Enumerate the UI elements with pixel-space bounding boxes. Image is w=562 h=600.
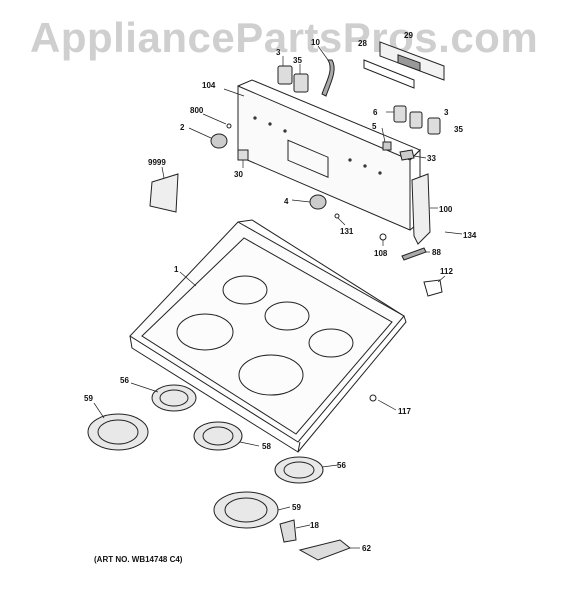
callout-117: 117 xyxy=(398,407,411,416)
knob-lower xyxy=(309,194,327,210)
element-58 xyxy=(193,421,243,451)
callout-112: 112 xyxy=(440,267,453,276)
callout-2: 2 xyxy=(180,123,185,132)
element-59a xyxy=(87,413,149,451)
callout-1: 1 xyxy=(174,265,179,274)
bracket xyxy=(379,233,387,241)
callout-56b: 56 xyxy=(337,461,346,470)
wire-harness-clip xyxy=(399,149,415,161)
callout-29: 29 xyxy=(404,31,413,40)
knob xyxy=(210,133,228,149)
terminal-block xyxy=(401,247,427,261)
callout-5: 5 xyxy=(372,122,377,131)
callouts: 3 35 10 28 29 104 800 2 6 3 5 35 33 30 9… xyxy=(84,31,477,553)
literature xyxy=(149,173,179,213)
callout-10: 10 xyxy=(311,38,320,47)
callout-56a: 56 xyxy=(120,376,129,385)
receptacle xyxy=(279,519,297,543)
element-59b xyxy=(213,491,279,529)
callout-62: 62 xyxy=(362,544,371,553)
end-cap xyxy=(321,59,335,97)
infinite-switch-right xyxy=(393,105,441,135)
element-56b xyxy=(274,456,324,484)
callout-108: 108 xyxy=(374,249,388,258)
callout-104: 104 xyxy=(202,81,216,90)
side-trim xyxy=(411,173,431,245)
callout-134: 134 xyxy=(463,231,477,240)
screw xyxy=(226,123,232,129)
callout-28: 28 xyxy=(358,39,367,48)
callout-59a: 59 xyxy=(84,394,93,403)
backsplash-panel xyxy=(237,79,421,231)
callout-131: 131 xyxy=(340,227,354,236)
light xyxy=(382,141,392,151)
clip xyxy=(237,149,249,161)
wire-lead xyxy=(423,279,443,297)
callout-30: 30 xyxy=(234,170,243,179)
callout-4: 4 xyxy=(284,197,289,206)
control-board xyxy=(363,41,445,89)
callout-35b: 35 xyxy=(454,125,463,134)
callout-58: 58 xyxy=(262,442,271,451)
cooktop xyxy=(129,219,407,453)
infinite-switch-top xyxy=(277,65,309,93)
callout-33: 33 xyxy=(427,154,436,163)
element-56a xyxy=(151,384,197,412)
callout-100: 100 xyxy=(439,205,453,214)
callout-35: 35 xyxy=(293,56,302,65)
callout-9999: 9999 xyxy=(148,158,166,167)
callout-59b: 59 xyxy=(292,503,301,512)
callout-3b: 3 xyxy=(444,108,449,117)
leader-lines xyxy=(93,45,463,549)
art-number: (ART NO. WB14748 C4) xyxy=(94,555,183,564)
callout-800: 800 xyxy=(190,106,204,115)
callout-6: 6 xyxy=(373,108,378,117)
callout-18: 18 xyxy=(310,521,319,530)
drip-bowl xyxy=(298,539,351,561)
watermark: AppliancePartsPros.com xyxy=(30,14,539,61)
callout-88: 88 xyxy=(432,248,441,257)
screw-131 xyxy=(334,213,340,219)
callout-3: 3 xyxy=(276,48,281,57)
